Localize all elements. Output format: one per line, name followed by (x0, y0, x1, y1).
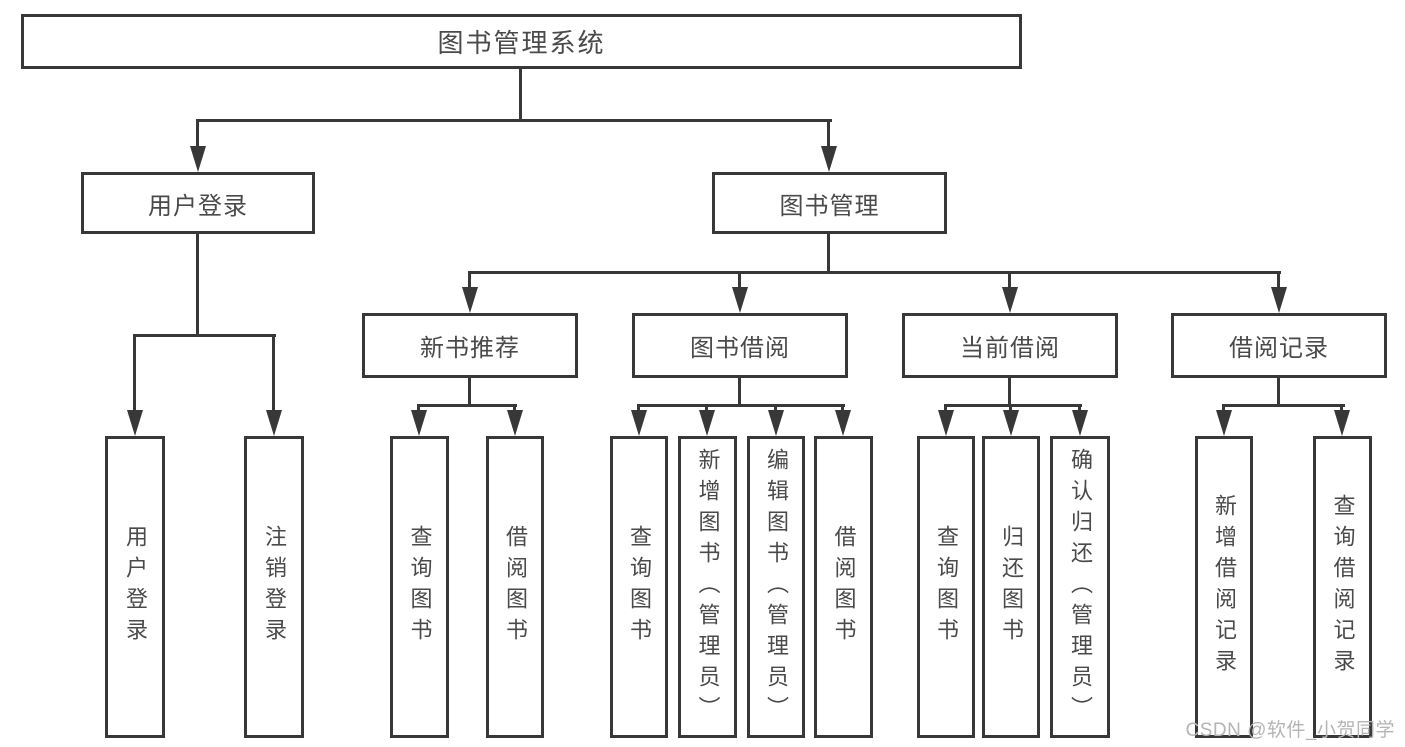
arrow-to-book-mgmt (821, 146, 837, 172)
edge-shaft-borrow-records (1277, 271, 1280, 291)
arrow-to-br-query (1334, 410, 1350, 436)
leaf-logout: 注销登录 (244, 436, 304, 738)
edge-root-drop (519, 69, 522, 122)
edge-new-books-drop (468, 378, 471, 407)
edge-new-books-rail (417, 404, 517, 407)
leaf-logout-label: 注销登录 (262, 525, 287, 649)
node-book-borrow: 图书借阅 (632, 313, 848, 378)
leaf-cb-confirm-return-admin-label: 确认归还（管理员） (1068, 447, 1093, 727)
arrow-to-bb-query (631, 410, 647, 436)
node-new-books-label: 新书推荐 (420, 335, 520, 362)
leaf-cb-return-books: 归还图书 (982, 436, 1040, 738)
arrow-to-bb-add (699, 410, 715, 436)
edge-book-mgmt-rail (468, 271, 1281, 274)
arrow-to-br-add (1216, 410, 1232, 436)
node-new-books: 新书推荐 (362, 313, 578, 378)
arrow-to-current-borrow (1002, 287, 1018, 313)
edge-root-shaft-left (196, 119, 199, 150)
leaf-user-login: 用户登录 (105, 436, 165, 738)
edge-current-borrow-rail (944, 404, 1082, 407)
edge-user-login-drop (196, 234, 199, 337)
node-root: 图书管理系统 (21, 14, 1022, 69)
arrow-to-cb-query (938, 410, 954, 436)
leaf-nb-query-books: 查询图书 (390, 436, 449, 738)
leaf-bb-edit-books-admin-label: 编辑图书（管理员） (764, 447, 789, 727)
leaf-br-add-record: 新增借阅记录 (1195, 436, 1253, 738)
edge-borrow-records-drop (1277, 378, 1280, 407)
leaf-nb-borrow-books-label: 借阅图书 (503, 525, 528, 649)
edge-borrow-records-rail (1222, 404, 1345, 407)
node-current-borrow-label: 当前借阅 (960, 335, 1060, 362)
edge-user-login-shaft-right (272, 334, 275, 412)
arrow-to-bb-edit (768, 410, 784, 436)
edge-book-borrow-rail (637, 404, 845, 407)
arrow-to-leaf-user-login (127, 410, 143, 436)
edge-book-borrow-drop (738, 378, 741, 407)
arrow-to-cb-confirm (1072, 410, 1088, 436)
arrow-to-user-login (190, 146, 206, 172)
leaf-bb-add-books-admin-label: 新增图书（管理员） (695, 447, 721, 727)
node-book-mgmt: 图书管理 (712, 172, 947, 234)
node-current-borrow: 当前借阅 (902, 313, 1118, 378)
leaf-br-add-record-label: 新增借阅记录 (1212, 494, 1237, 680)
edge-current-borrow-drop (1008, 378, 1011, 407)
leaf-cb-query-books-label: 查询图书 (934, 525, 959, 649)
leaf-bb-query-books: 查询图书 (610, 436, 668, 738)
node-book-mgmt-label: 图书管理 (779, 192, 880, 220)
node-borrow-records-label: 借阅记录 (1229, 335, 1329, 362)
arrow-to-cb-return (1003, 410, 1019, 436)
edge-shaft-current-borrow (1008, 271, 1011, 291)
arrow-to-nb-borrow (507, 410, 523, 436)
node-user-login: 用户登录 (81, 172, 315, 234)
node-root-label: 图书管理系统 (437, 28, 606, 58)
leaf-user-login-label: 用户登录 (123, 525, 148, 649)
node-borrow-records: 借阅记录 (1171, 313, 1387, 378)
leaf-nb-query-books-label: 查询图书 (407, 525, 433, 649)
edge-shaft-book-borrow (738, 271, 741, 291)
edge-user-login-rail (133, 334, 276, 337)
leaf-cb-confirm-return-admin: 确认归还（管理员） (1050, 436, 1110, 738)
arrow-to-new-books (462, 287, 478, 313)
leaf-bb-borrow-books: 借阅图书 (814, 436, 873, 738)
arrow-to-nb-query (411, 410, 427, 436)
leaf-bb-borrow-books-label: 借阅图书 (831, 525, 857, 649)
edge-root-shaft-right (827, 119, 830, 150)
arrow-to-book-borrow (732, 287, 748, 313)
leaf-cb-query-books: 查询图书 (917, 436, 975, 738)
edge-user-login-shaft-left (133, 334, 136, 412)
leaf-br-query-record-label: 查询借阅记录 (1330, 494, 1356, 680)
leaf-bb-query-books-label: 查询图书 (627, 525, 652, 649)
leaf-bb-edit-books-admin: 编辑图书（管理员） (747, 436, 805, 738)
leaf-bb-add-books-admin: 新增图书（管理员） (678, 436, 737, 738)
leaf-br-query-record: 查询借阅记录 (1313, 436, 1372, 738)
node-book-borrow-label: 图书借阅 (690, 335, 790, 362)
arrow-to-bb-borrow (835, 410, 851, 436)
edge-root-rail (196, 119, 832, 122)
edge-book-mgmt-drop (827, 234, 830, 274)
node-user-login-label: 用户登录 (148, 192, 248, 220)
csdn-watermark: CSDN @软件_小贺同学 (1185, 720, 1395, 741)
arrow-to-leaf-logout (266, 410, 282, 436)
leaf-nb-borrow-books: 借阅图书 (486, 436, 544, 738)
edge-shaft-new-books (468, 271, 471, 291)
leaf-cb-return-books-label: 归还图书 (999, 525, 1024, 649)
arrow-to-borrow-records (1271, 287, 1287, 313)
